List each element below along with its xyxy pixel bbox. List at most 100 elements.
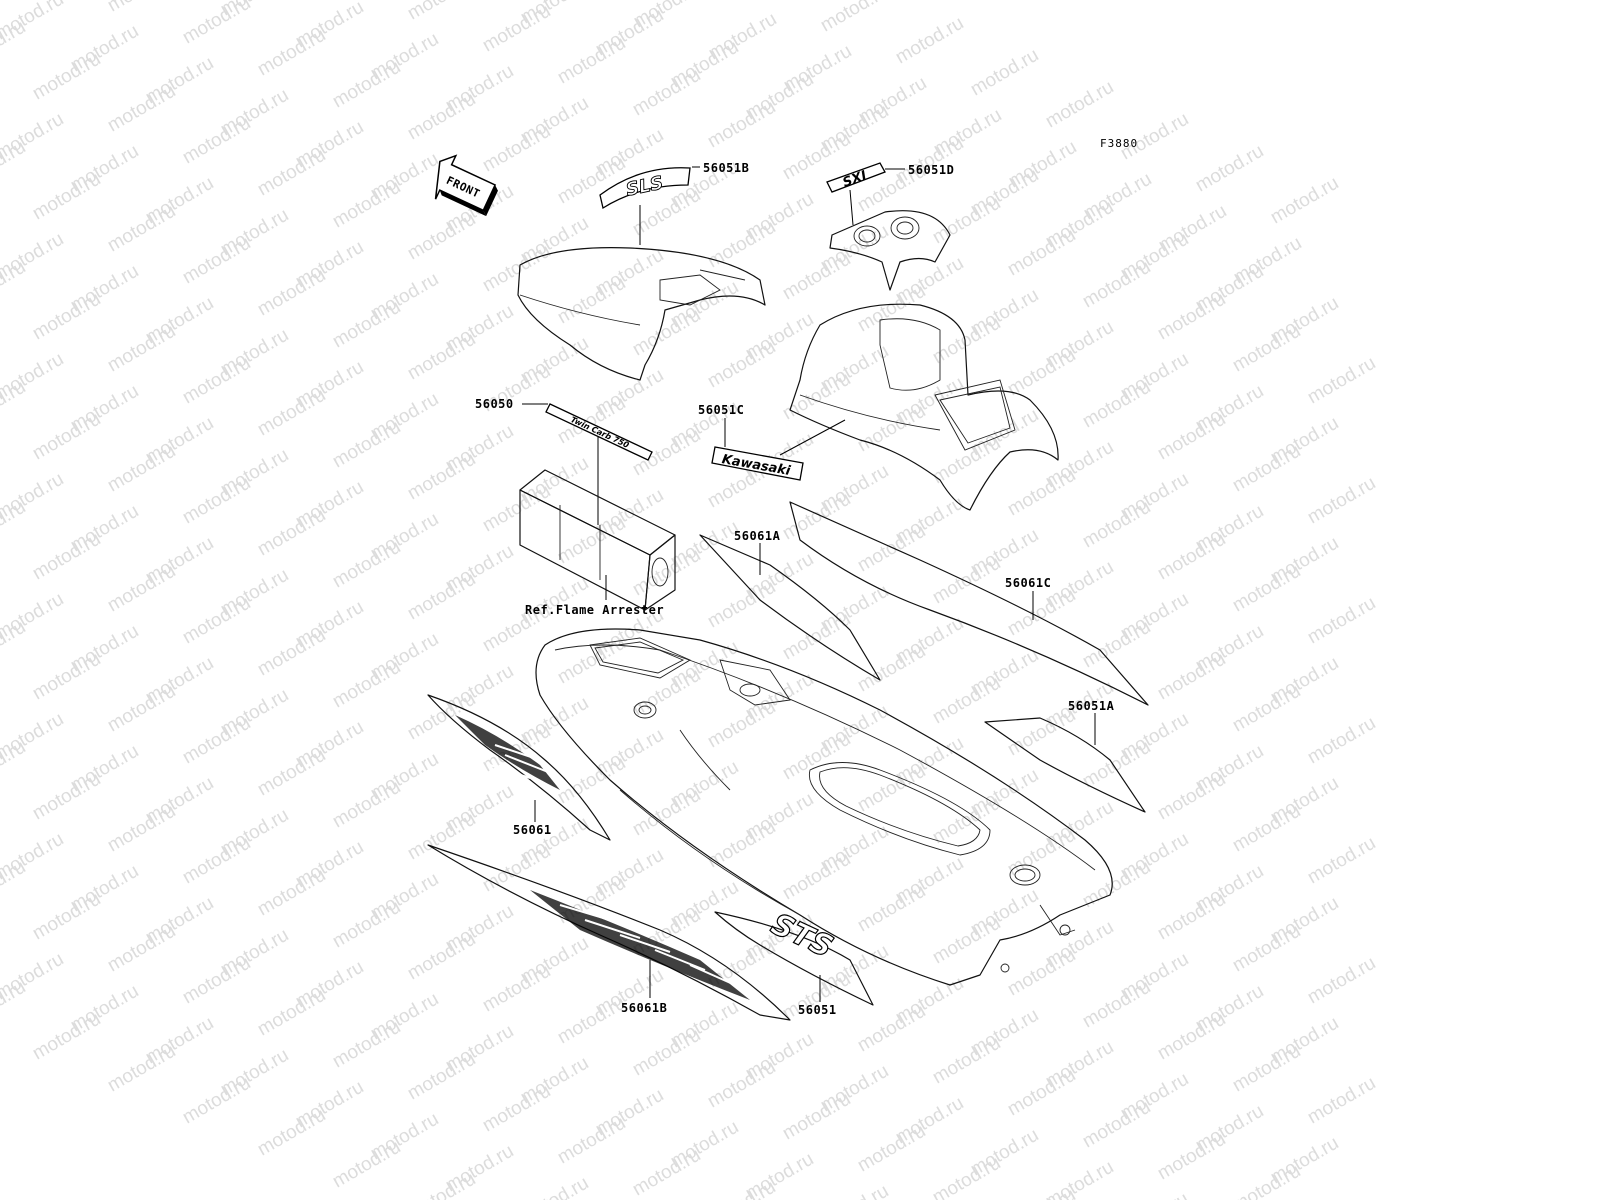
watermark-text: motod.ru <box>929 193 1004 249</box>
callout-56051B: 56051B <box>703 161 749 175</box>
watermark-text: motod.ru <box>479 481 554 537</box>
watermark-text: motod.ru <box>779 729 854 785</box>
watermark-text: motod.ru <box>479 961 554 1017</box>
leader-56051C-b <box>779 419 846 456</box>
watermark-text: motod.ru <box>1229 321 1304 377</box>
watermark-text: motod.ru <box>404 1169 479 1200</box>
watermark-text: motod.ru <box>329 537 404 593</box>
watermark-text: motod.ru <box>29 649 104 705</box>
watermark-text: motod.ru <box>1042 77 1117 133</box>
watermark-text: motod.ru <box>554 993 629 1049</box>
watermark-text: motod.ru <box>854 641 929 697</box>
watermark-text: motod.ru <box>517 1173 592 1200</box>
watermark-text: motod.ru <box>329 1017 404 1073</box>
seat-logo-decal: SLS <box>599 167 691 210</box>
callout-56051C: 56051C <box>698 403 744 417</box>
watermark-text: motod.ru <box>104 441 179 497</box>
watermark-text: motod.ru <box>1004 1065 1079 1121</box>
watermark-text: motod.ru <box>1004 225 1079 281</box>
watermark-text: motod.ru <box>329 657 404 713</box>
watermark-text: motod.ru <box>404 89 479 145</box>
watermark-text: motod.ru <box>29 289 104 345</box>
watermark-text: motod.ru <box>554 1113 629 1169</box>
watermark-text: motod.ru <box>104 1041 179 1097</box>
watermark-text: motod.ru <box>29 169 104 225</box>
watermark-text: motod.ru <box>179 953 254 1009</box>
watermark-text: motod.ru <box>704 217 779 273</box>
watermark-text: motod.ru <box>254 25 329 81</box>
watermark-text: motod.ru <box>854 521 929 577</box>
watermark-text: motod.ru <box>1154 529 1229 585</box>
watermark-text: motod.ru <box>629 305 704 361</box>
watermark-text: motod.ru <box>404 209 479 265</box>
watermark-text: motod.ru <box>104 0 179 16</box>
watermark-text: motod.ru <box>817 1181 892 1200</box>
watermark-text: motod.ru <box>704 97 779 153</box>
callout-56051: 56051 <box>798 1003 837 1017</box>
stripe-56061C <box>789 501 1149 706</box>
watermark-text: motod.ru <box>104 561 179 617</box>
watermark-text: motod.ru <box>179 1073 254 1129</box>
watermark-text: motod.ru <box>779 369 854 425</box>
watermark-text: motod.ru <box>779 609 854 665</box>
side-decal-56061B <box>427 844 791 1021</box>
watermark-text: motod.ru <box>29 1009 104 1065</box>
watermark-text: motod.ru <box>479 1081 554 1137</box>
watermark-text: motod.ru <box>929 1033 1004 1089</box>
watermark-text: motod.ru <box>404 449 479 505</box>
watermark-text: motod.ru <box>629 65 704 121</box>
watermark-text: motod.ru <box>179 713 254 769</box>
watermark-text: motod.ru <box>1079 377 1154 433</box>
watermark-text: motod.ru <box>254 985 329 1041</box>
watermark-text: motod.ru <box>1304 833 1379 889</box>
watermark-text: motod.ru <box>929 1153 1004 1200</box>
watermark-text: motod.ru <box>104 681 179 737</box>
watermark-text: motod.ru <box>254 1105 329 1161</box>
watermark-text: motod.ru <box>1079 497 1154 553</box>
watermark-text: motod.ru <box>929 553 1004 609</box>
watermark-text: motod.ru <box>329 417 404 473</box>
watermark-text: motod.ru <box>479 841 554 897</box>
handlepole-logo-text: SXI <box>841 168 869 190</box>
watermark-text: motod.ru <box>854 1001 929 1057</box>
watermark-text: motod.ru <box>29 529 104 585</box>
watermark-text: motod.ru <box>1154 289 1229 345</box>
watermark-text: motod.ru <box>742 0 817 4</box>
watermark-text: motod.ru <box>1004 705 1079 761</box>
watermark-text: motod.ru <box>554 513 629 569</box>
figure-id: F3880 <box>1100 137 1138 150</box>
callout-56051A: 56051A <box>1068 699 1115 713</box>
watermark-text: motod.ru <box>854 1121 929 1177</box>
watermark-text: motod.ru <box>254 145 329 201</box>
watermark-text: motod.ru <box>479 241 554 297</box>
watermark-text: motod.ru <box>1079 977 1154 1033</box>
watermark-text: motod.ru <box>104 321 179 377</box>
watermark-text: motod.ru <box>104 201 179 257</box>
watermark-text: motod.ru <box>179 833 254 889</box>
watermark-text: motod.ru <box>1154 1129 1229 1185</box>
watermark-text: motod.ru <box>179 353 254 409</box>
watermark-text: motod.ru <box>254 865 329 921</box>
watermark-text: motod.ru <box>329 777 404 833</box>
engine-hood <box>789 303 1059 511</box>
watermark-text: motod.ru <box>104 81 179 137</box>
watermark-text: motod.ru <box>329 57 404 113</box>
watermark-text: motod.ru <box>1229 561 1304 617</box>
watermark-text: motod.ru <box>1267 173 1342 229</box>
watermark-text: motod.ru <box>1154 409 1229 465</box>
stripe-56061A <box>699 534 881 681</box>
watermark-text: motod.ru <box>779 489 854 545</box>
watermark-text: motod.ru <box>779 1089 854 1145</box>
callout-56061C: 56061C <box>1005 576 1051 590</box>
flame-arrester-cover <box>519 469 676 611</box>
side-decal-56061 <box>427 694 611 841</box>
watermark-text: motod.ru <box>254 385 329 441</box>
watermark-text: motod.ru <box>1229 1041 1304 1097</box>
watermark-text: motod.ru <box>29 889 104 945</box>
watermark-text: motod.ru <box>704 817 779 873</box>
watermark-text: motod.ru <box>1004 465 1079 521</box>
leader-56051D-b <box>849 189 854 226</box>
watermark-text: motod.ru <box>779 849 854 905</box>
watermark-text: motod.ru <box>479 121 554 177</box>
watermark-text: motod.ru <box>1004 945 1079 1001</box>
